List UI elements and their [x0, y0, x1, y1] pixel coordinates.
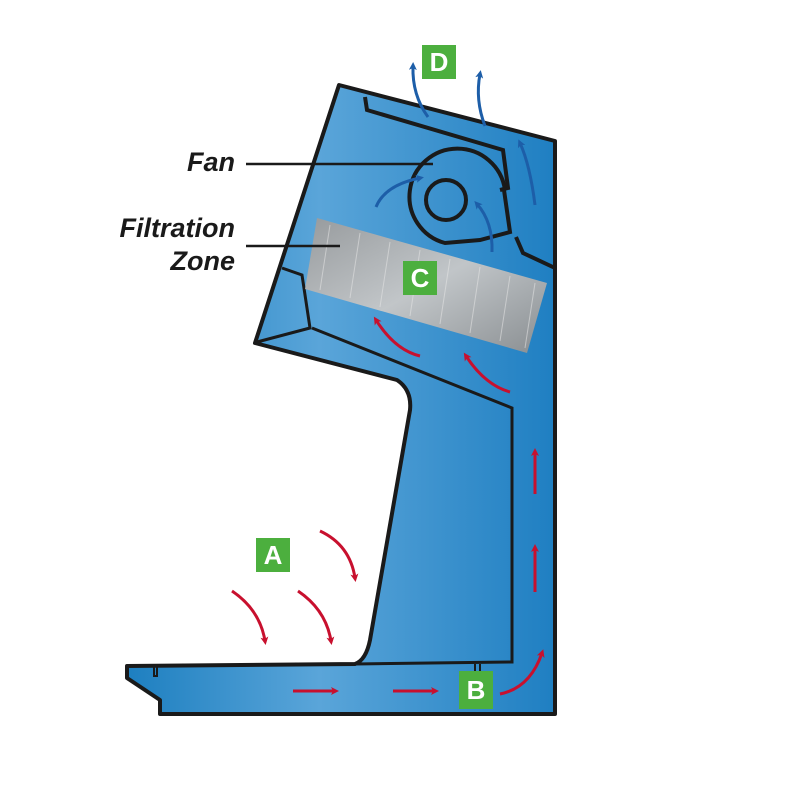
exhaust-arrow — [408, 62, 430, 118]
inflow-arrow — [231, 589, 269, 645]
inflow-arrow — [499, 649, 545, 696]
filtration-label-line1: Filtration — [119, 213, 236, 243]
badge-d: D — [422, 45, 456, 79]
inflow-arrow — [319, 529, 359, 582]
inflow-arrow — [463, 352, 511, 394]
badge-b: B — [459, 671, 493, 709]
rear-channel-wall — [311, 326, 514, 666]
sash-bracket — [256, 266, 312, 344]
exhaust-arrow — [475, 70, 487, 127]
fan-intake-arrow — [474, 201, 494, 253]
inflow-arrow — [373, 316, 421, 358]
inflow-arrow — [297, 589, 335, 645]
badge-a: A — [256, 538, 290, 572]
badge-c: C — [403, 261, 437, 295]
fan-housing — [407, 146, 513, 246]
exhaust-arrow — [518, 139, 537, 206]
b-notch — [474, 664, 481, 672]
filtration-label-line2: Zone — [170, 246, 236, 276]
front-lip-notch — [153, 666, 158, 677]
fan-label: Fan — [186, 147, 235, 177]
fan-intake-arrow — [374, 174, 424, 208]
fan-hub — [424, 178, 468, 222]
inflow-arrows — [231, 316, 545, 696]
exhaust-arrows — [374, 62, 537, 253]
